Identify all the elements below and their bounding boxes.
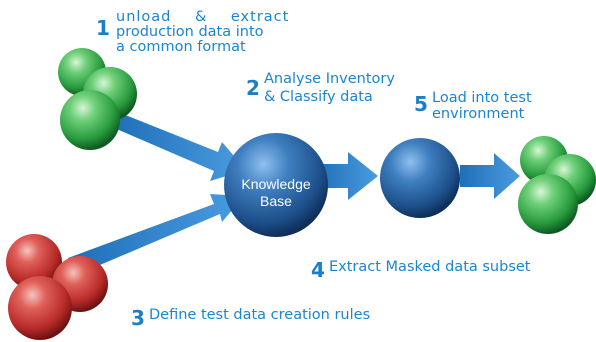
step-2-text-line2: & Classify data [264,89,373,105]
red-sphere [6,234,62,290]
knowledge-base-label: Knowledge Base [225,176,327,210]
red-sphere [8,276,72,340]
step-4-text: Extract Masked data subset [329,259,531,275]
step-3-text: Define test data creation rules [149,307,371,323]
step-2-text-line1: Analyse Inventory [264,71,395,87]
arrow-mask-to-test [460,153,520,199]
arrow-green-to-kb [112,112,246,181]
knowledge-base-sphere [224,133,328,237]
green-target-sphere [518,174,578,234]
step-5-text-line2: environment [432,106,525,122]
knowledge-base-line2: Base [260,193,292,209]
step-1-text-line1: unload & extract [116,9,290,25]
step-1-text-line3: a common format [116,39,246,55]
step-5-text-line1: Load into test [432,90,532,106]
masking-sphere [380,138,460,218]
step-number: 5 [414,92,428,116]
step-number: 4 [311,258,325,282]
step-number: 2 [246,76,260,100]
arrow-kb-to-mask [316,152,378,200]
step-1-text-line2: production data into [116,24,264,40]
green-sphere [60,90,120,150]
step-number: 1 [96,16,110,40]
arrow-red-to-kb [68,194,244,276]
step-number: 3 [131,306,145,330]
knowledge-base-line1: Knowledge [241,176,311,192]
